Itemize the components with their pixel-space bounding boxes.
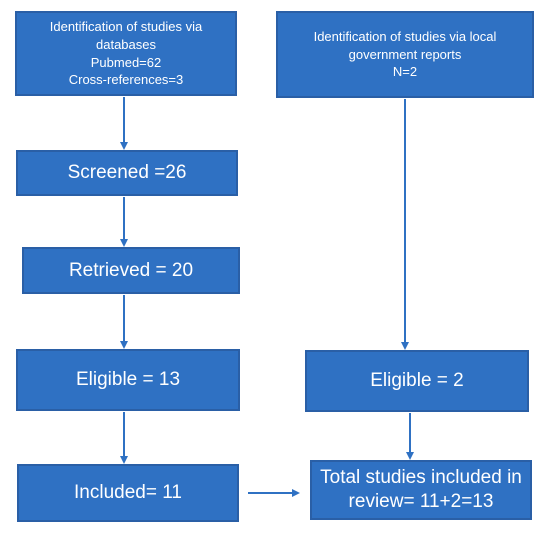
eligible-right-box-label: Eligible = 2 xyxy=(370,370,464,391)
eligible-left-box-label: Eligible = 13 xyxy=(75,369,181,390)
eligible-left-box: Eligible = 13 xyxy=(16,349,240,411)
total-box-label: Total studies included in review= 11+2=1… xyxy=(320,467,522,512)
databases-box-pubmed: Pubmed=62 xyxy=(90,54,162,70)
retrieved-box: Retrieved = 20 xyxy=(22,247,240,294)
screened-box: Screened =26 xyxy=(16,150,238,196)
included-box-label: Included= 11 xyxy=(74,482,182,503)
gov-reports-box-title: Identification of studies via local gove… xyxy=(313,29,497,62)
included-box: Included= 11 xyxy=(17,464,239,522)
retrieved-box-label: Retrieved = 20 xyxy=(68,259,194,281)
total-box: Total studies included in review= 11+2=1… xyxy=(310,460,532,520)
databases-box: Identification of studies via databases … xyxy=(15,11,237,96)
databases-box-cross-references: Cross-references=3 xyxy=(68,72,184,88)
eligible-right-box: Eligible = 2 xyxy=(305,350,529,412)
gov-reports-box: Identification of studies via local gove… xyxy=(276,11,534,98)
gov-reports-box-n: N=2 xyxy=(392,64,418,80)
screened-box-label: Screened =26 xyxy=(67,162,187,183)
databases-box-title: Identification of studies via databases xyxy=(49,19,203,52)
